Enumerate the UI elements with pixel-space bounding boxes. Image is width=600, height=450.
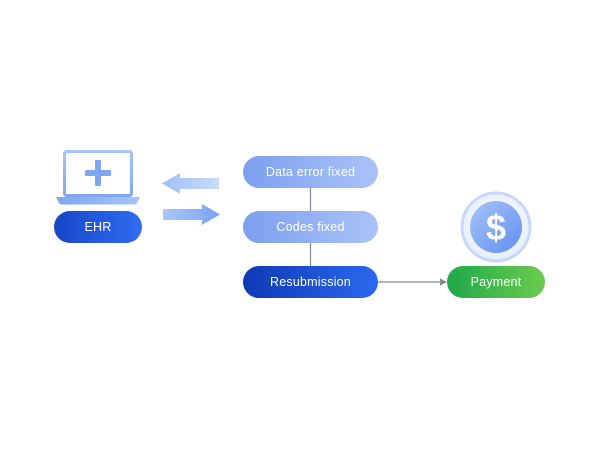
codes-fixed-node: Codes fixed (243, 211, 378, 243)
payment-label: Payment (470, 275, 522, 289)
ehr-node: EHR (54, 211, 142, 243)
resubmission-node: Resubmission (243, 266, 378, 298)
dollar-coin-icon: $ (460, 191, 532, 263)
ehr-label: EHR (84, 220, 112, 234)
svg-text:$: $ (486, 207, 506, 248)
bidirectional-arrows-icon (162, 173, 220, 225)
data-error-fixed-node: Data error fixed (243, 156, 378, 188)
resubmission-label: Resubmission (270, 275, 351, 289)
codes-fixed-label: Codes fixed (276, 220, 345, 234)
laptop-medical-icon (56, 150, 140, 205)
payment-node: Payment (447, 266, 545, 298)
data-error-fixed-label: Data error fixed (265, 165, 356, 179)
connector-arrow (378, 278, 447, 286)
